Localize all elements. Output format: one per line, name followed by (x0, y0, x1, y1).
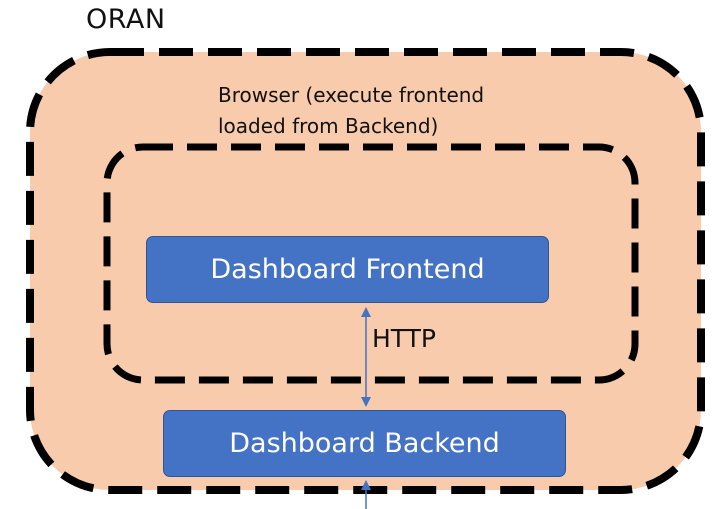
browser-label: Browser (execute frontend loaded from Ba… (218, 80, 484, 142)
oran-label: ORAN (86, 4, 166, 35)
dashboard-frontend-box: Dashboard Frontend (146, 236, 549, 303)
browser-container (103, 143, 639, 384)
browser-label-line-2: loaded from Backend) (218, 114, 439, 138)
browser-label-line-1: Browser (execute frontend (218, 83, 485, 107)
dashboard-backend-box: Dashboard Backend (163, 410, 566, 477)
http-label: HTTP (372, 324, 436, 353)
